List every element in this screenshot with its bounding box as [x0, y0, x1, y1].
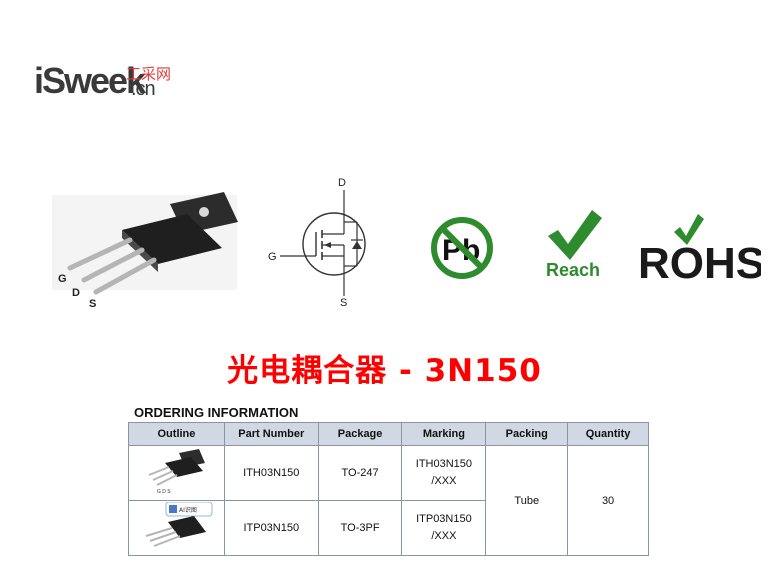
part-number-cell: ITP03N150 — [223, 500, 319, 556]
quantity-cell: 30 — [567, 445, 649, 556]
ordering-heading: ORDERING INFORMATION — [134, 405, 299, 420]
package-cell: TO-3PF — [317, 500, 403, 556]
logo-suffix: .cn — [131, 78, 156, 100]
column-header-marking: Marking — [401, 422, 487, 446]
column-header-part-number: Part Number — [223, 422, 319, 446]
symbol-pin-d: D — [338, 177, 346, 189]
page-title: 光电耦合器 - 3N150 — [227, 353, 542, 389]
column-header-outline: Outline — [128, 422, 225, 446]
column-header-packing: Packing — [485, 422, 569, 446]
part-number-cell: ITH03N150 — [223, 445, 319, 501]
transistor-package-image: G D S — [52, 192, 238, 310]
symbol-pin-s: S — [340, 297, 347, 309]
reach-icon: Reach — [546, 210, 602, 280]
outline-cell: G D S — [128, 445, 225, 501]
thumbnail-pin-labels: G D S — [157, 489, 171, 495]
marking-cell: ITP03N150 /XXX — [401, 500, 487, 556]
marking-line-1: ITP03N150 — [416, 513, 472, 525]
outline-cell: AI识图 — [128, 500, 225, 556]
package-pin-s: S — [89, 298, 96, 310]
package-pin-d: D — [72, 287, 80, 299]
mosfet-symbol-icon: D G S — [268, 177, 366, 309]
column-header-quantity: Quantity — [567, 422, 649, 446]
marking-line-2: /XXX — [431, 475, 457, 487]
symbol-pin-g: G — [268, 251, 277, 263]
marking-line-1: ITH03N150 — [415, 458, 473, 470]
logo-brand: iSweek — [34, 60, 146, 101]
package-pin-g: G — [58, 273, 67, 285]
table-header-row: Outline Part Number Package Marking Pack… — [128, 422, 649, 446]
table-row: G D S ITH03N150 TO-247 ITH03N150 /XXX Tu… — [128, 445, 649, 556]
table-row: AI识图 ITP03N150 TO-3PF ITP03N150 /XXX — [128, 500, 649, 556]
logo-chinese-name: 工采网 — [126, 65, 172, 83]
marking-line-2: /XXX — [431, 530, 457, 542]
to247-thumbnail: G D S — [149, 449, 206, 495]
lead-free-icon: Pb — [431, 217, 493, 279]
marking-cell: ITH03N150 /XXX — [401, 445, 487, 501]
reach-label: Reach — [546, 260, 600, 280]
ai-recognize-badge: AI识图 — [179, 507, 197, 514]
package-cell: TO-247 — [317, 445, 403, 501]
rohs-label: ROHS — [638, 239, 761, 284]
to3pf-thumbnail: AI识图 — [146, 502, 213, 547]
rohs-icon: ROHS — [638, 214, 761, 284]
ordering-table: Outline Part Number Package Marking Pack… — [128, 422, 649, 556]
packing-cell: Tube — [485, 445, 569, 556]
column-header-package: Package — [317, 422, 403, 446]
